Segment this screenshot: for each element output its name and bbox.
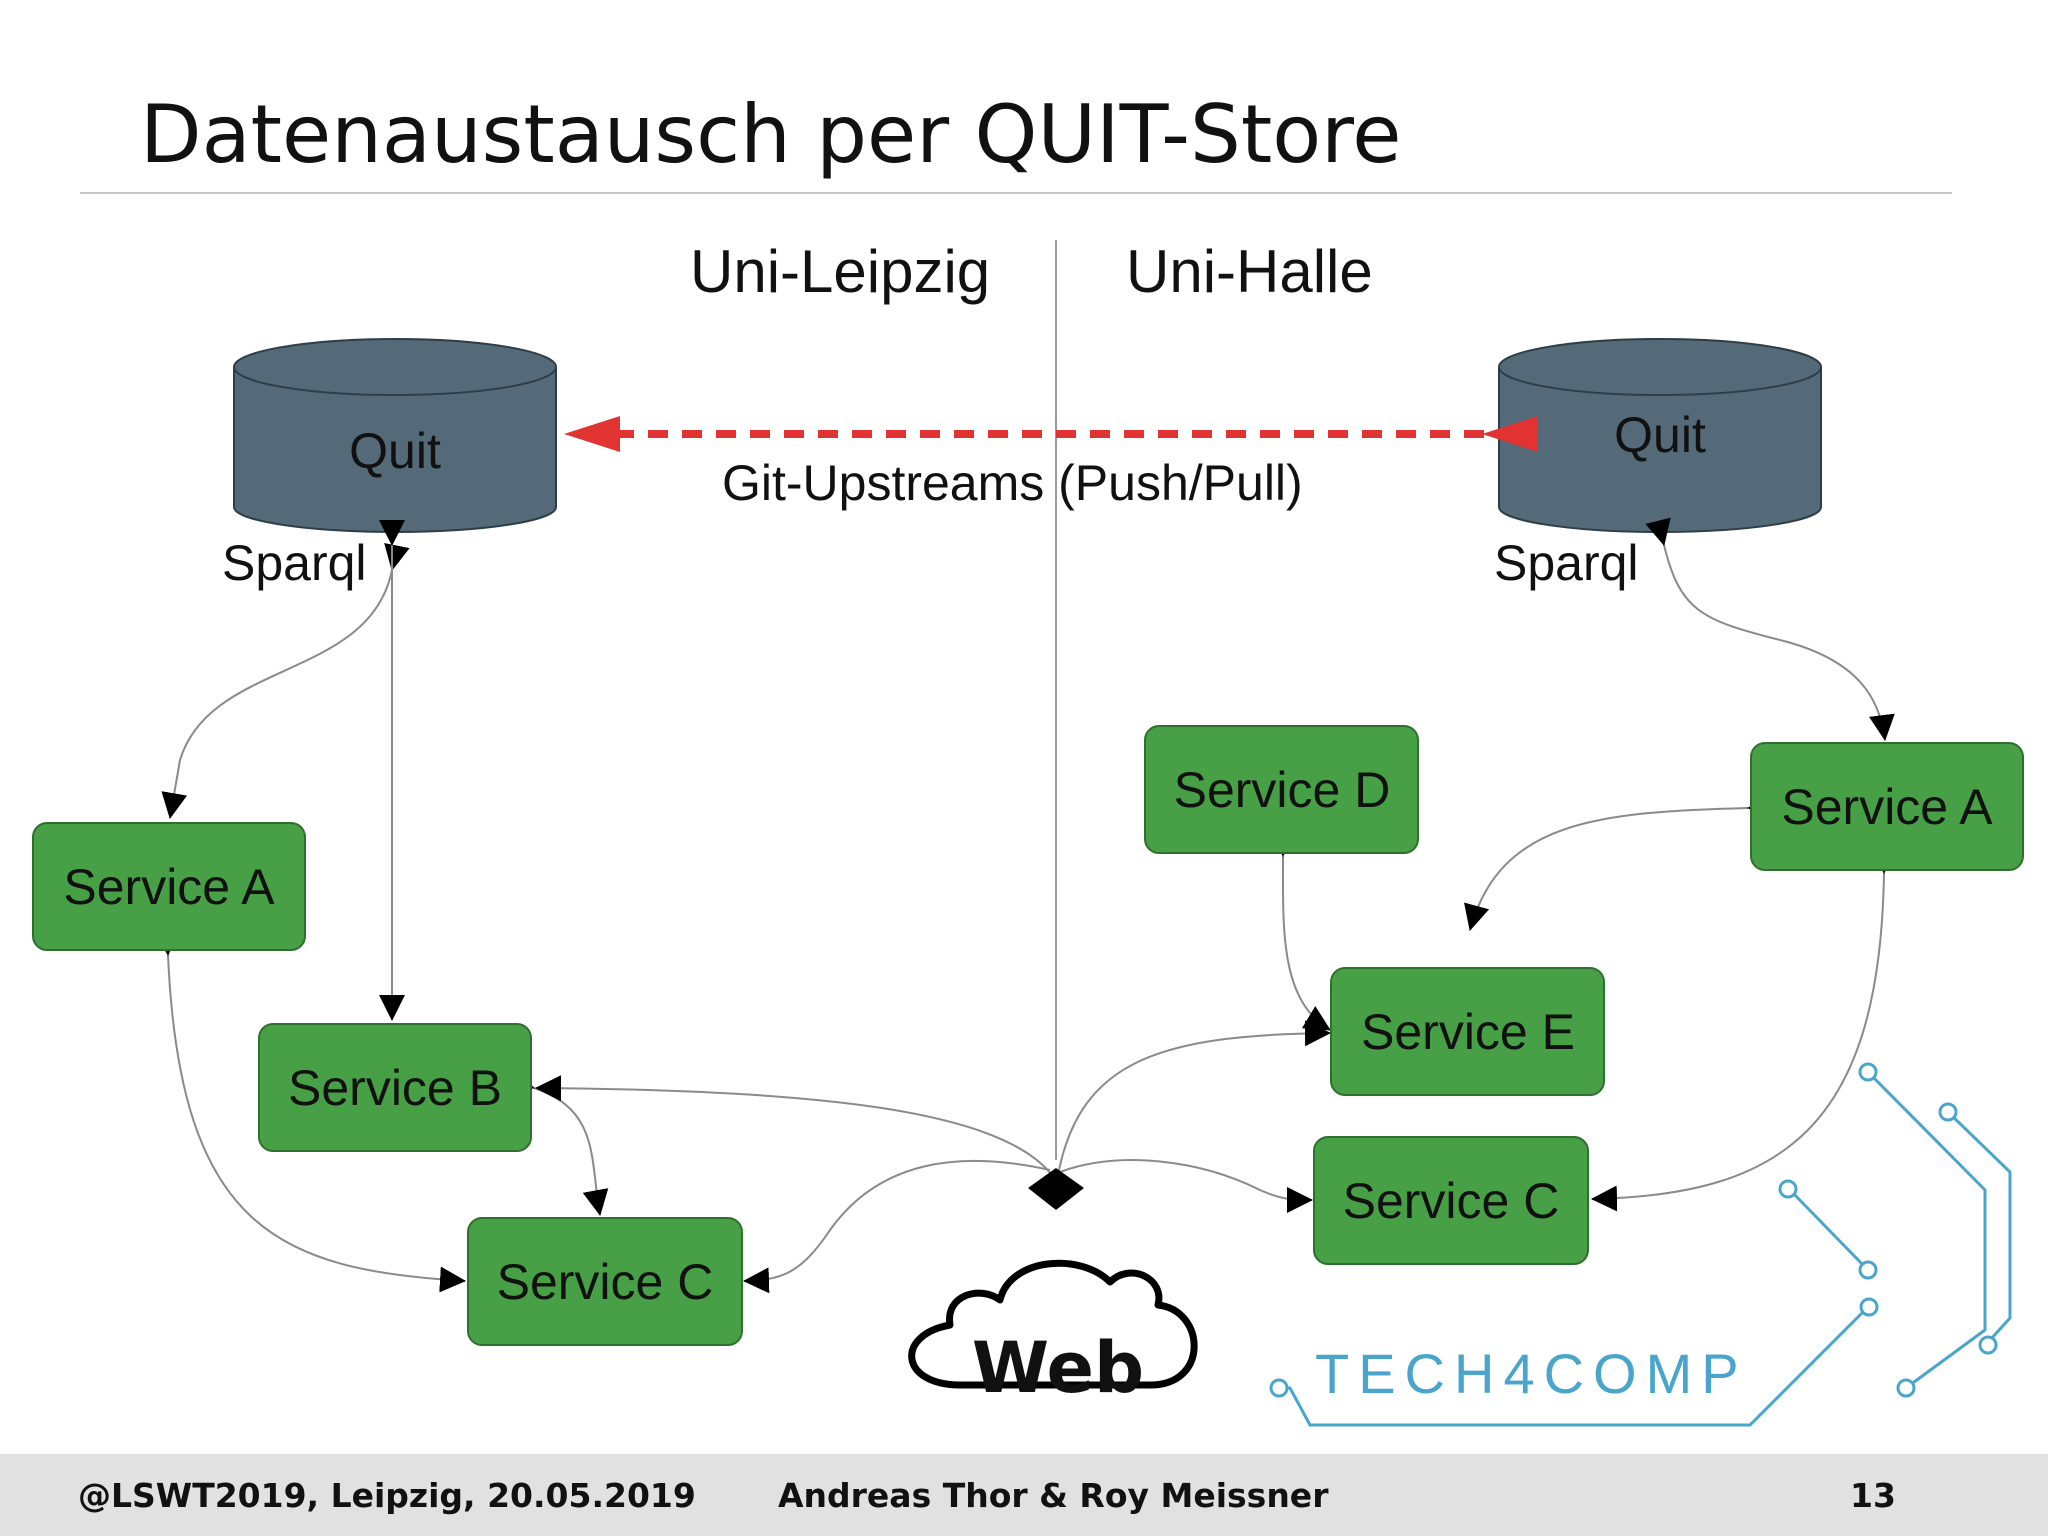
footer-event: @LSWT2019, Leipzig, 20.05.2019 (78, 1476, 696, 1515)
service-a-right-label: Service A (1781, 779, 1993, 835)
quit-store-left-label: Quit (349, 423, 441, 479)
edge-web-to-service-b (535, 1075, 1053, 1176)
edge-service-d-to-service-e (1270, 830, 1331, 1031)
service-e-right-label: Service E (1361, 1004, 1575, 1060)
footer-authors: Andreas Thor & Roy Meissner (778, 1476, 1329, 1515)
slide-title: Datenaustausch per QUIT-Store (140, 88, 1402, 181)
git-upstream-label: Git-Upstreams (Push/Pull) (722, 455, 1303, 511)
web-hub-node (1028, 1168, 1084, 1210)
sparql-label-right: Sparql (1494, 535, 1639, 591)
web-label: Web (972, 1327, 1144, 1409)
edge-web-to-service-c-left (743, 1159, 1051, 1294)
quit-store-right: Quit (1498, 338, 1822, 533)
web-cloud-icon: Web (908, 1259, 1198, 1409)
quit-store-right-label: Quit (1614, 407, 1706, 463)
quit-store-left: Quit (233, 338, 557, 533)
edge-quit-left-to-service-a (161, 542, 410, 819)
tech4comp-logo-text: TECH4COMP (1315, 1342, 1748, 1405)
sparql-label-left: Sparql (222, 535, 367, 591)
service-a-left-label: Service A (63, 859, 275, 915)
tech4comp-logo: TECH4COMP (1269, 1062, 2012, 1427)
footer-page-number: 13 (1850, 1476, 1896, 1515)
region-label-right: Uni-Halle (1126, 238, 1373, 305)
edge-service-b-to-service-c-left (506, 1067, 609, 1216)
service-a-right: Service A (1750, 742, 2024, 871)
service-d-right-label: Service D (1174, 762, 1391, 818)
edge-service-a-to-service-e (1464, 794, 1774, 931)
service-e-right: Service E (1330, 967, 1605, 1096)
slide-footer: @LSWT2019, Leipzig, 20.05.2019 Andreas T… (0, 1454, 2048, 1536)
service-c-right-label: Service C (1343, 1173, 1560, 1229)
edge-quit-right-to-service-a (1645, 517, 1895, 741)
edge-web-to-service-e (1057, 1020, 1331, 1176)
edge-web-to-service-c-right (1059, 1159, 1313, 1213)
edge-service-a-to-service-c-right (1591, 847, 1898, 1212)
quit-store-diagram: Uni-Leipzig Uni-Halle Quit Quit Git-Upst… (32, 238, 2024, 1427)
region-label-left: Uni-Leipzig (690, 238, 990, 305)
title-divider (80, 192, 1952, 194)
service-c-left: Service C (467, 1217, 743, 1346)
service-b-left: Service B (258, 1023, 532, 1152)
service-b-left-label: Service B (288, 1060, 502, 1116)
service-c-left-label: Service C (497, 1254, 714, 1310)
service-c-right: Service C (1313, 1136, 1589, 1265)
service-d-right: Service D (1144, 725, 1419, 854)
edge-service-a-to-service-c-left (153, 929, 466, 1293)
service-a-left: Service A (32, 822, 306, 951)
